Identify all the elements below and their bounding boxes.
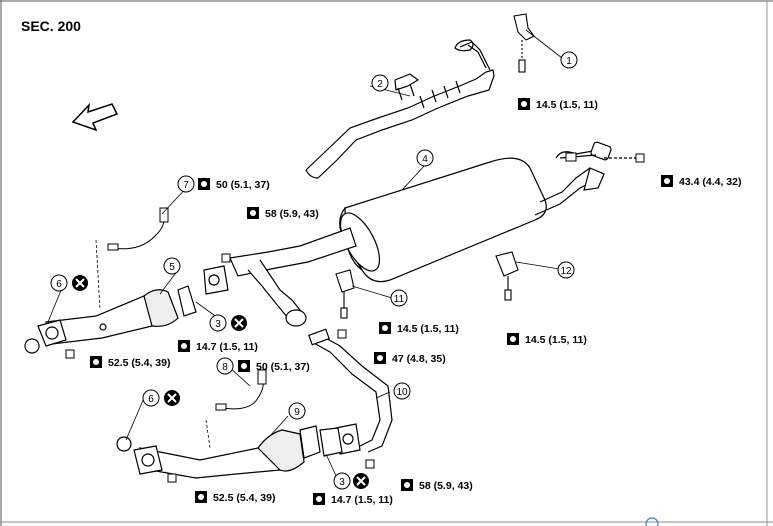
svg-text:3: 3 [339,477,345,488]
svg-text:1: 1 [566,56,572,67]
svg-text:14.5 (1.5, 11): 14.5 (1.5, 11) [397,323,459,335]
callout-11: 11 [390,289,408,307]
callout-9: 9 [288,402,306,420]
callout-6-upper: 6 [50,274,68,292]
torque-label-13: 52.5 (5.4, 39) [195,491,275,504]
svg-text:14.5 (1.5, 11): 14.5 (1.5, 11) [536,99,598,111]
torque-label-3: 50 (5.1, 37) [198,178,270,191]
front-tube-lower [133,425,321,479]
mounting-rubber-11 [335,269,355,319]
svg-text:10: 10 [396,387,408,398]
do-not-reuse-icon [72,275,88,291]
svg-text:43.4 (4.4, 32): 43.4 (4.4, 32) [679,176,741,188]
center-pipe [203,227,357,327]
gasket-ring-upper [24,338,40,354]
tail-pipe [305,39,495,179]
callout-8: 8 [216,357,234,375]
svg-text:11: 11 [394,294,405,305]
section-label: SEC. 200 [21,18,81,34]
callout-5: 5 [163,257,181,275]
do-not-reuse-icon [353,473,369,489]
svg-text:12: 12 [560,266,572,277]
callout-10: 10 [393,382,411,400]
svg-text:58 (5.9, 43): 58 (5.9, 43) [419,480,473,492]
svg-text:14.7 (1.5, 11): 14.7 (1.5, 11) [196,341,258,353]
torque-label-10: 50 (5.1, 37) [238,360,310,373]
bolts [65,152,645,483]
torque-label-1: 14.5 (1.5, 11) [518,98,598,111]
leader-lines [47,29,567,481]
torque-label-9: 52.5 (5.4, 39) [90,356,170,369]
callout-3-upper: 3 [209,314,227,332]
oxygen-sensor-upper [107,207,169,251]
svg-text:50 (5.1, 37): 50 (5.1, 37) [256,361,310,373]
svg-text:2: 2 [377,79,383,90]
callout-7: 7 [177,175,195,193]
svg-text:3: 3 [215,319,221,330]
oxygen-sensor-lower [215,369,267,411]
mounting-rubber-1 [513,13,535,73]
callout-4: 4 [416,149,434,167]
callout-1: 1 [560,51,578,69]
do-not-reuse-icon [164,390,180,406]
torque-label-12: 14.7 (1.5, 11) [313,493,393,506]
svg-text:6: 6 [148,394,154,405]
front-tube-upper [37,285,197,347]
svg-text:4: 4 [422,154,428,165]
svg-text:14.5 (1.5, 11): 14.5 (1.5, 11) [525,334,587,346]
callout-3-lower: 3 [333,472,351,490]
front-arrow-icon [71,102,119,132]
svg-text:47 (4.8, 35): 47 (4.8, 35) [392,353,446,365]
svg-text:52.5 (5.4, 39): 52.5 (5.4, 39) [108,357,170,369]
svg-text:14.7 (1.5, 11): 14.7 (1.5, 11) [331,494,393,506]
exhaust-tube-lower [308,328,393,457]
callout-2: 2 [371,74,389,92]
callout-12: 12 [557,261,575,279]
svg-text:58 (5.9, 43): 58 (5.9, 43) [265,208,319,220]
main-muffler [339,141,636,283]
svg-text:52.5 (5.4, 39): 52.5 (5.4, 39) [213,492,275,504]
torque-label-6: 14.5 (1.5, 11) [507,333,587,346]
svg-text:8: 8 [222,362,228,373]
svg-text:5: 5 [169,262,175,273]
callout-6-lower: 6 [142,389,160,407]
svg-text:7: 7 [183,180,189,191]
mounting-rubber-12 [495,251,519,301]
torque-label-4: 58 (5.9, 43) [247,207,319,220]
gasket-ring-lower [116,436,132,452]
torque-label-2: 43.4 (4.4, 32) [661,175,741,188]
torque-label-8: 14.7 (1.5, 11) [178,340,258,353]
torque-label-5: 14.5 (1.5, 11) [379,322,459,335]
svg-text:6: 6 [56,279,62,290]
corner-indicator-icon [645,517,659,526]
torque-label-7: 47 (4.8, 35) [374,352,446,365]
svg-text:9: 9 [294,407,300,418]
do-not-reuse-icon [231,315,247,331]
svg-text:50 (5.1, 37): 50 (5.1, 37) [216,179,270,191]
torque-label-11: 58 (5.9, 43) [401,479,473,492]
